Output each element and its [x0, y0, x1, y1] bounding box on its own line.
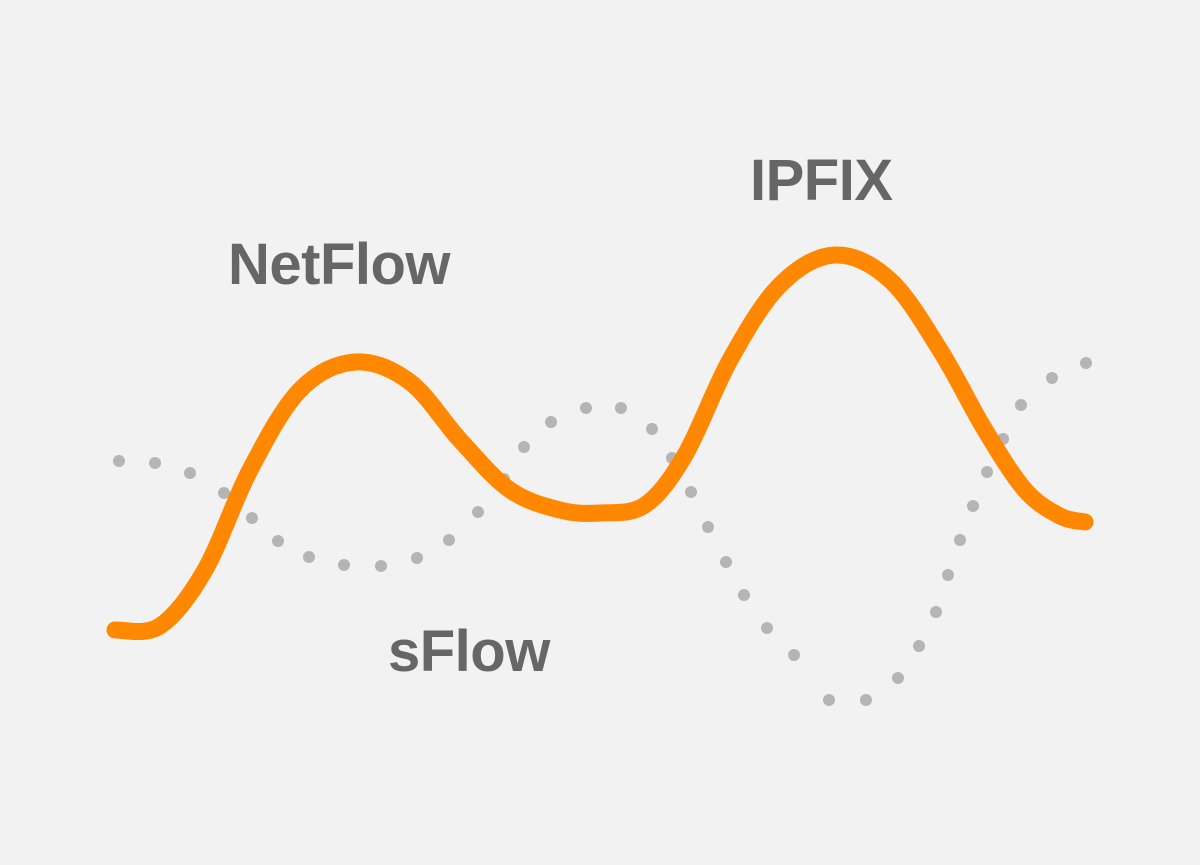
- sflow-dot: [113, 455, 125, 467]
- sflow-dot: [823, 694, 835, 706]
- sflow-dot: [580, 402, 592, 414]
- sflow-dot: [942, 569, 954, 581]
- sflow-dot: [184, 467, 196, 479]
- series-label-netflow: NetFlow: [228, 232, 451, 297]
- sflow-dot: [954, 534, 966, 546]
- sflow-dot: [443, 534, 455, 546]
- sflow-dot: [761, 622, 773, 634]
- sflow-dotted-series: [113, 357, 1092, 706]
- sflow-dot: [246, 512, 258, 524]
- netflow-ipfix-solid-series: [106, 246, 1094, 640]
- sflow-dot: [788, 649, 800, 661]
- sflow-dot: [218, 487, 230, 499]
- sflow-dot: [720, 556, 732, 568]
- sflow-dot: [338, 559, 350, 571]
- series-label-sflow: sFlow: [388, 619, 550, 684]
- sflow-dot: [702, 521, 714, 533]
- sflow-dot: [1046, 372, 1058, 384]
- sflow-dot: [913, 640, 925, 652]
- sflow-dot: [930, 606, 942, 618]
- sflow-dot: [518, 441, 530, 453]
- sflow-dot: [303, 551, 315, 563]
- sflow-dot: [860, 694, 872, 706]
- sflow-dot: [738, 589, 750, 601]
- sflow-dot: [1080, 357, 1092, 369]
- sflow-dot: [981, 466, 993, 478]
- series-label-ipfix: IPFIX: [750, 148, 893, 213]
- sflow-dot: [149, 457, 161, 469]
- sflow-dot: [892, 672, 904, 684]
- sflow-dot: [545, 416, 557, 428]
- sflow-dot: [1015, 399, 1027, 411]
- sflow-dot: [646, 423, 658, 435]
- sflow-dot: [472, 506, 484, 518]
- sflow-dot: [967, 500, 979, 512]
- sflow-dot: [685, 486, 697, 498]
- sflow-dot: [615, 402, 627, 414]
- sflow-dot: [375, 560, 387, 572]
- sflow-dot: [272, 535, 284, 547]
- sflow-dot: [411, 552, 423, 564]
